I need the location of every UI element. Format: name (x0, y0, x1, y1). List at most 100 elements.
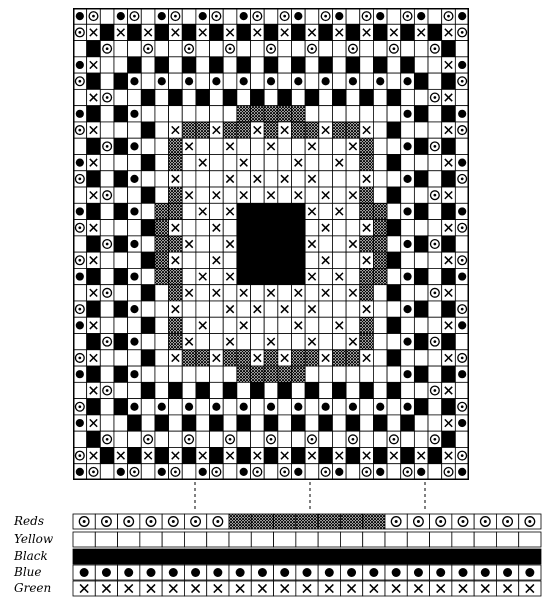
pattern-cell (346, 57, 360, 73)
legend-strip-cell (474, 532, 496, 547)
pattern-cell (210, 41, 224, 57)
pattern-cell (237, 187, 251, 203)
pattern-cell (87, 122, 101, 138)
pattern-cell (455, 24, 469, 40)
pattern-cell (196, 350, 210, 366)
pattern-cell (155, 268, 169, 284)
pattern-cell (100, 73, 114, 89)
pattern-cell (414, 41, 428, 57)
pattern-cell (223, 138, 237, 154)
legend-strip-cell (363, 514, 385, 529)
pattern-cell (360, 220, 374, 236)
pattern-cell (401, 415, 415, 431)
pattern-cell (182, 41, 196, 57)
pattern-cell (114, 366, 128, 382)
pattern-cell (100, 236, 114, 252)
pattern-cell (360, 187, 374, 203)
pattern-cell (387, 268, 401, 284)
pattern-cell (169, 301, 183, 317)
pattern-cell (278, 24, 292, 40)
pattern-cell (169, 138, 183, 154)
pattern-cell (360, 268, 374, 284)
pattern-cell (278, 268, 292, 284)
pattern-cell (319, 106, 333, 122)
pattern-cell (428, 73, 442, 89)
pattern-cell (87, 187, 101, 203)
pattern-cell (237, 366, 251, 382)
pattern-cell (251, 187, 265, 203)
legend-strip-cell (207, 514, 229, 529)
pattern-cell (128, 236, 142, 252)
pattern-cell (196, 415, 210, 431)
pattern-cell (360, 350, 374, 366)
pattern-cell (264, 350, 278, 366)
legend-strip-cell (452, 549, 474, 564)
pattern-cell (346, 285, 360, 301)
pattern-cell (155, 203, 169, 219)
pattern-cell (114, 89, 128, 105)
pattern-cell (442, 301, 456, 317)
pattern-cell (73, 301, 87, 317)
pattern-cell (442, 41, 456, 57)
pattern-cell (455, 399, 469, 415)
pattern-cell (196, 334, 210, 350)
legend-strip-cell (162, 532, 184, 547)
pattern-cell (264, 41, 278, 57)
pattern-cell (182, 171, 196, 187)
pattern-cell (332, 399, 346, 415)
legend-strip-cell (452, 565, 474, 580)
pattern-cell (319, 447, 333, 463)
pattern-cell (442, 252, 456, 268)
pattern-cell (196, 138, 210, 154)
pattern-cell (278, 431, 292, 447)
pattern-cell (100, 399, 114, 415)
pattern-cell (182, 73, 196, 89)
pattern-cell (141, 8, 155, 24)
pattern-cell (442, 171, 456, 187)
pattern-cell (360, 382, 374, 398)
pattern-cell (196, 366, 210, 382)
pattern-cell (387, 89, 401, 105)
legend-strip-cell (519, 565, 541, 580)
pattern-cell (87, 334, 101, 350)
legend-strip-cell (251, 565, 273, 580)
pattern-cell (373, 171, 387, 187)
pattern-cell (305, 285, 319, 301)
pattern-cell (264, 57, 278, 73)
pattern-cell (210, 89, 224, 105)
pattern-cell (332, 73, 346, 89)
pattern-cell (87, 106, 101, 122)
pattern-cell (373, 415, 387, 431)
pattern-cell (414, 73, 428, 89)
legend-strip-cell (251, 532, 273, 547)
pattern-cell (251, 334, 265, 350)
pattern-cell (360, 203, 374, 219)
pattern-cell (401, 431, 415, 447)
pattern-cell (196, 236, 210, 252)
pattern-cell (237, 252, 251, 268)
pattern-cell (373, 57, 387, 73)
pattern-cell (319, 252, 333, 268)
pattern-cell (387, 431, 401, 447)
pattern-cell (291, 285, 305, 301)
pattern-cell (291, 431, 305, 447)
pattern-cell (401, 334, 415, 350)
pattern-cell (428, 154, 442, 170)
pattern-cell (210, 268, 224, 284)
legend-strip-cell (385, 532, 407, 547)
pattern-cell (373, 41, 387, 57)
legend-strip-cell (118, 565, 140, 580)
pattern-cell (332, 431, 346, 447)
pattern-cell (155, 57, 169, 73)
pattern-cell (414, 317, 428, 333)
pattern-cell (223, 285, 237, 301)
pattern-cell (401, 57, 415, 73)
pattern-cell (291, 382, 305, 398)
pattern-cell (237, 220, 251, 236)
pattern-cell (128, 73, 142, 89)
pattern-cell (210, 464, 224, 480)
pattern-cell (414, 187, 428, 203)
pattern-cell (346, 317, 360, 333)
pattern-cell (455, 57, 469, 73)
legend-strip-cell (363, 565, 385, 580)
